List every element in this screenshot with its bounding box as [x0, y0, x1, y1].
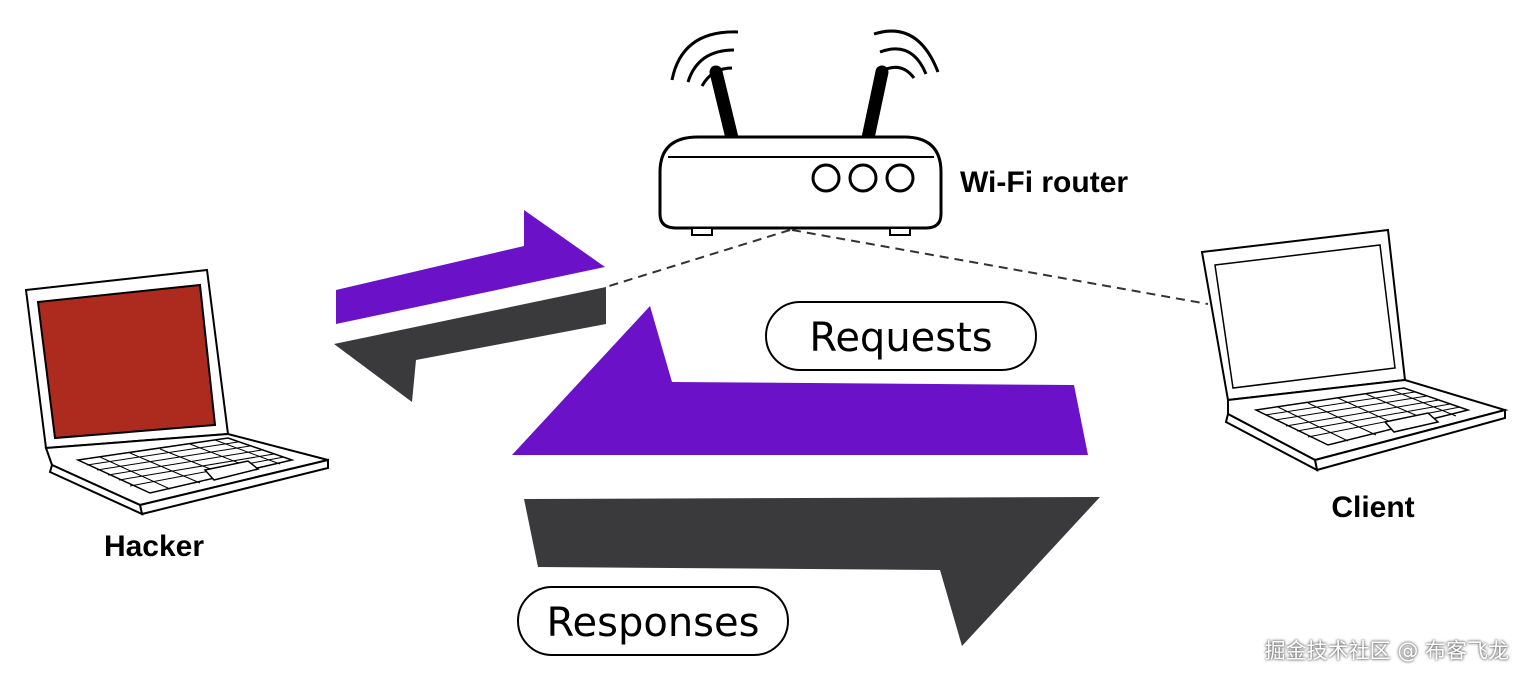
response-arrow — [524, 497, 1100, 646]
hacker-label: Hacker — [104, 530, 204, 563]
hacker-response-arrow — [334, 287, 606, 402]
client-label: Client — [1331, 491, 1414, 524]
hacker-router-link — [605, 229, 791, 288]
watermark: 掘金技术社区 @ 布客飞龙 — [1264, 639, 1509, 663]
client-laptop-icon — [1200, 228, 1509, 472]
hacker-request-arrow — [336, 210, 605, 324]
requests-label: Requests — [809, 315, 992, 361]
client-router-link — [791, 229, 1209, 305]
hacker-laptop-icon — [24, 268, 329, 516]
router-label: Wi-Fi router — [960, 166, 1128, 199]
router-icon — [658, 29, 943, 236]
responses-label: Responses — [547, 600, 760, 646]
responses-pill — [517, 586, 789, 656]
request-arrow — [512, 306, 1088, 455]
requests-pill — [765, 301, 1037, 371]
